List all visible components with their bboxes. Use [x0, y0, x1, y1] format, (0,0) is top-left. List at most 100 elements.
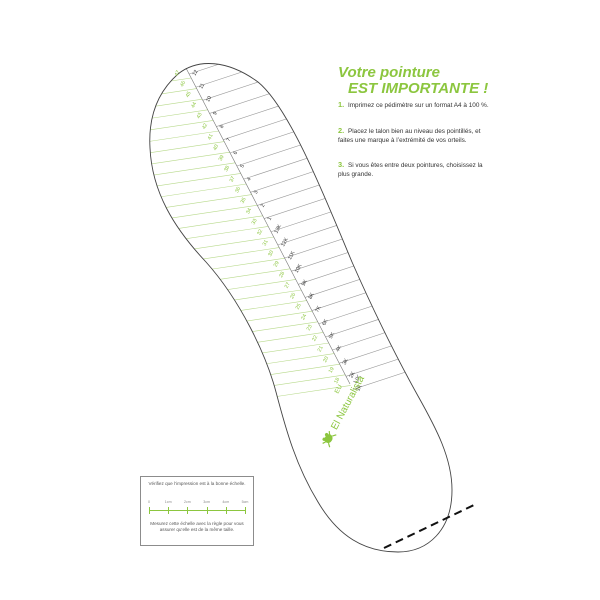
scale-check-box: Vérifiez que l’impression est à la bonne…: [140, 476, 254, 546]
uk-size-label: 10: [205, 95, 213, 103]
ruler-tick-label: 2cm: [183, 500, 191, 504]
eu-size-line: [149, 300, 307, 329]
eu-column-header: EU: [334, 383, 345, 395]
eu-size-label: 34: [245, 207, 253, 215]
uk-size-line: [277, 181, 452, 246]
eu-size-label: 38: [223, 165, 231, 173]
uk-size-label: 4K: [335, 344, 344, 353]
uk-size-label: 13K: [273, 223, 283, 234]
instruction-step-3: 3. Si vous êtes entre deux pointures, ch…: [338, 160, 490, 179]
eu-size-line: [149, 279, 296, 307]
uk-size-label: 11: [198, 82, 206, 90]
eu-size-line: [149, 151, 230, 169]
eu-uk-divider: [185, 67, 351, 385]
ruler-tick-label: 0: [148, 500, 150, 504]
ruler-tick-mark: [206, 507, 208, 514]
eu-size-label: 46: [179, 80, 187, 88]
eu-size-label: 22: [311, 334, 319, 342]
uk-size-lines: [189, 63, 452, 390]
uk-size-label: 7K: [314, 305, 323, 314]
eu-size-label: 47: [174, 69, 182, 77]
eu-size-line: [149, 289, 302, 318]
eu-size-line: [149, 268, 291, 295]
eu-size-line: [149, 162, 236, 181]
uk-size-line: [202, 63, 452, 101]
eu-size-line: [149, 204, 258, 227]
brand-logo: El Naturalista: [322, 374, 367, 448]
eu-size-label: 19: [328, 366, 336, 374]
uk-size-label: 3: [253, 190, 260, 195]
eu-size-line: [149, 120, 214, 135]
uk-size-line: [304, 242, 452, 298]
eu-size-line: [149, 374, 346, 409]
uk-size-line: [332, 304, 452, 351]
eu-size-line: [149, 173, 241, 192]
uk-size-label: 1: [267, 216, 274, 221]
uk-size-line: [345, 335, 452, 377]
eu-size-label: 30: [267, 250, 275, 258]
ruler-tick-mark: [245, 507, 246, 514]
scale-check-bottom-text: Mesurez cette échelle avec la règle pour…: [150, 521, 244, 532]
eu-size-line: [149, 130, 219, 147]
eu-size-label: 28: [278, 271, 286, 279]
eu-size-line: [149, 310, 313, 341]
eu-size-labels: 4746454443424140393837363534333231302928…: [174, 69, 342, 384]
uk-size-label: 2K: [348, 370, 357, 379]
eu-size-label: 23: [306, 324, 314, 332]
uk-size-line: [189, 63, 452, 75]
eu-size-line: [149, 194, 252, 215]
eu-size-label: 37: [229, 175, 237, 183]
ruler-line: [149, 510, 245, 511]
eu-size-line: [149, 236, 274, 261]
eu-size-label: 43: [196, 112, 204, 120]
eu-size-label: 41: [207, 133, 215, 141]
eu-size-label: 44: [190, 101, 198, 109]
heading-line-1: Votre pointure: [338, 64, 440, 81]
eu-size-line: [149, 215, 263, 238]
instruction-step-1: 1. Imprimez ce pédimètre sur un format A…: [338, 100, 490, 111]
eu-size-line: [149, 183, 247, 204]
uk-size-line: [298, 227, 452, 285]
eu-size-line: [149, 98, 203, 112]
frog-icon: [322, 431, 337, 448]
step-text: Si vous êtes entre deux pointures, chois…: [338, 162, 483, 178]
eu-size-line: [149, 332, 324, 364]
uk-size-label: 9K: [301, 278, 310, 287]
eu-size-label: 32: [256, 228, 264, 236]
uk-size-label: 6K: [321, 318, 330, 327]
eu-size-label: 45: [185, 91, 193, 99]
step-number: 3.: [338, 160, 345, 169]
uk-size-label: 5: [239, 163, 246, 168]
foot-outline: [149, 63, 453, 553]
eu-size-label: 31: [262, 239, 270, 247]
eu-size-line: [149, 342, 329, 375]
uk-size-label: 11K: [287, 250, 297, 261]
uk-size-label: 9: [212, 111, 219, 116]
uk-size-line: [318, 273, 452, 325]
eu-size-label: 29: [273, 260, 281, 268]
instruction-step-2: 2. Placez le talon bien au niveau des po…: [338, 126, 490, 145]
uk-size-line: [284, 196, 452, 259]
ruler-tick-label: 4cm: [222, 500, 230, 504]
eu-size-line: [149, 226, 269, 249]
uk-size-label: 12: [192, 69, 200, 77]
uk-size-line: [325, 288, 452, 338]
uk-size-label: 1K: [355, 383, 364, 392]
uk-size-label: 8: [219, 124, 226, 129]
ruler-tick-label: 1cm: [164, 500, 172, 504]
ruler-tick-label: 3cm: [203, 500, 210, 504]
eu-size-line: [149, 321, 318, 352]
step-text: Placez le talon bien au niveau des point…: [338, 128, 481, 144]
eu-size-label: 35: [240, 197, 248, 205]
uk-size-label: 3K: [342, 357, 351, 366]
step-text: Imprimez ce pédimètre sur un format A4 à…: [347, 102, 489, 109]
eu-size-label: 36: [234, 186, 242, 194]
uk-column-header: UK: [353, 373, 364, 385]
eu-size-line: [149, 141, 225, 158]
eu-size-lines: [149, 77, 351, 421]
eu-size-label: 24: [300, 313, 308, 321]
uk-size-label: 12K: [280, 236, 290, 247]
